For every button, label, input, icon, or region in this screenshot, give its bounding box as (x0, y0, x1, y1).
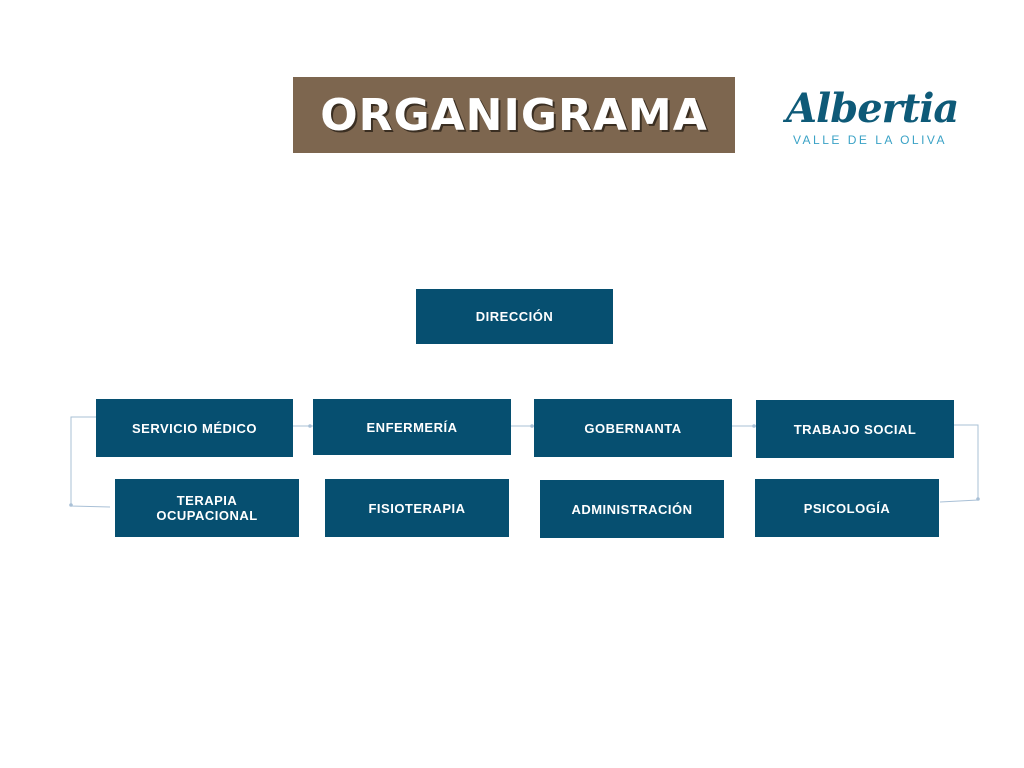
node-label: GOBERNANTA (584, 420, 682, 436)
node-fisioterapia: FISIOTERAPIA (325, 479, 509, 537)
node-trabajo-social: TRABAJO SOCIAL (756, 400, 954, 458)
node-label: ADMINISTRACIÓN (571, 501, 693, 517)
node-administracion: ADMINISTRACIÓN (540, 480, 724, 538)
node-servicio-medico: SERVICIO MÉDICO (96, 399, 293, 457)
node-label: ENFERMERÍA (366, 419, 458, 435)
node-direccion: DIRECCIÓN (416, 289, 613, 344)
node-enfermeria: ENFERMERÍA (313, 399, 511, 455)
logo-wordmark: Albertia (786, 85, 959, 132)
node-gobernanta: GOBERNANTA (534, 399, 732, 457)
albertia-logo: Albertia VALLE DE LA OLIVA (782, 85, 959, 152)
node-label: FISIOTERAPIA (368, 500, 466, 516)
node-label: SERVICIO MÉDICO (131, 420, 257, 436)
title-banner: ORGANIGRAMA (293, 77, 735, 153)
node-label: PSICOLOGÍA (803, 500, 891, 516)
logo-subtitle: VALLE DE LA OLIVA (792, 133, 948, 147)
node-terapia-ocupacional: TERAPIA OCUPACIONAL (115, 479, 299, 537)
node-label: TRABAJO SOCIAL (793, 421, 917, 437)
node-psicologia: PSICOLOGÍA (755, 479, 939, 537)
node-label: TERAPIA OCUPACIONAL (156, 493, 258, 523)
node-label: DIRECCIÓN (475, 309, 554, 324)
page-title: ORGANIGRAMA (320, 89, 708, 141)
